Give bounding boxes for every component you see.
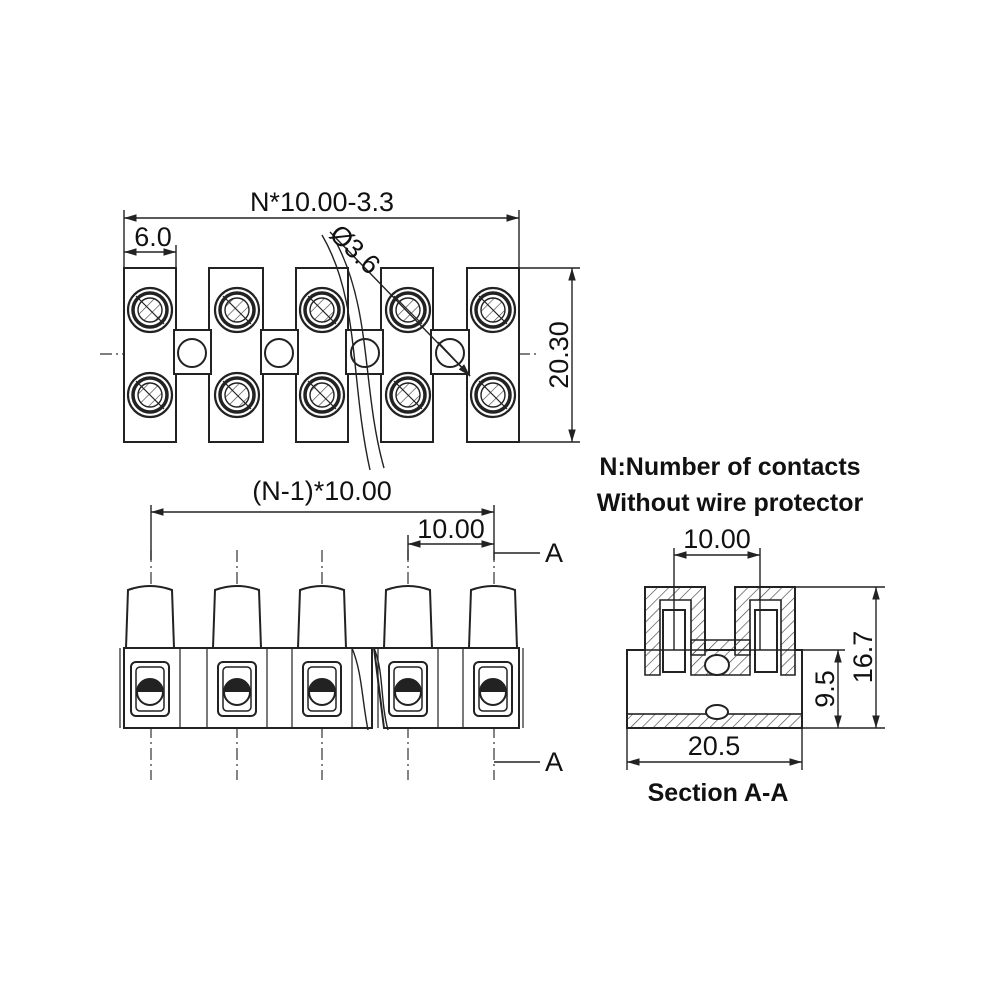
note-number-of-contacts: N:Number of contacts xyxy=(599,453,860,481)
end-width-label: 6.0 xyxy=(134,222,172,252)
screw-icon xyxy=(384,286,432,334)
section-height-label: 16.7 xyxy=(848,631,878,684)
terminal-tower xyxy=(462,585,524,728)
terminal-tower xyxy=(119,585,181,728)
screw-icon xyxy=(469,371,517,419)
mounting-hole xyxy=(435,338,465,368)
overall-length-label: N*10.00-3.3 xyxy=(250,187,394,217)
section-title: Section A-A xyxy=(648,779,789,807)
cut-label-top: A xyxy=(545,538,563,568)
top-view: N*10.00-3.3 6.0 Ø 3.6 20.30 xyxy=(100,187,580,471)
section-width-label: 20.5 xyxy=(688,731,741,761)
terminal-tower xyxy=(206,585,268,728)
pitch-span-label: (N-1)*10.00 xyxy=(252,476,392,506)
section-mid-label: 9.5 xyxy=(810,670,840,708)
screw-icon xyxy=(213,371,261,419)
front-view: (N-1)*10.00 10.00 A A xyxy=(119,476,563,780)
pitch-label: 10.00 xyxy=(417,514,485,544)
screw-icon xyxy=(384,371,432,419)
mounting-hole xyxy=(264,338,294,368)
mounting-hole xyxy=(177,338,207,368)
screw-icon xyxy=(126,371,174,419)
cut-label-bottom: A xyxy=(545,747,563,777)
terminal-tower xyxy=(291,585,353,728)
screw-icon xyxy=(298,286,346,334)
height-top-label: 20.30 xyxy=(544,321,574,389)
section-pitch-label: 10.00 xyxy=(683,524,751,554)
screw-icon xyxy=(213,286,261,334)
section-a-a: 10.00 16.7 9.5 20.5 Section A-A xyxy=(626,524,885,807)
note-without-wire-protector: Without wire protector xyxy=(597,489,864,517)
terminal-tower xyxy=(377,585,439,728)
top-view-screws xyxy=(126,286,517,419)
screw-icon xyxy=(126,286,174,334)
screw-icon xyxy=(298,371,346,419)
screw-icon xyxy=(469,286,517,334)
